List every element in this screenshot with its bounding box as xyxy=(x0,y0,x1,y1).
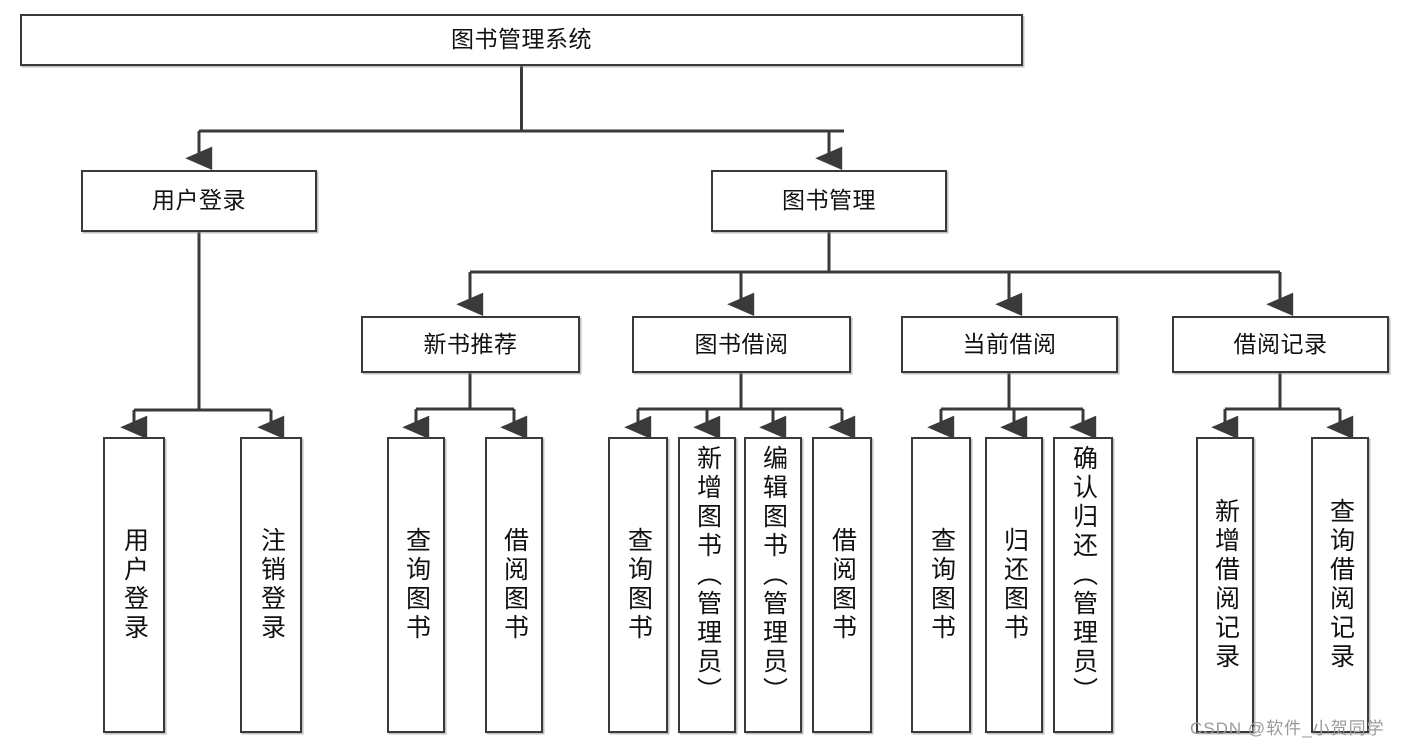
leaf-logout[interactable]: 注销登录 xyxy=(240,437,302,733)
leaf-query-borrow-record[interactable]: 查询借阅记录 xyxy=(1311,437,1369,733)
node-new-book-recommend[interactable]: 新书推荐 xyxy=(361,316,580,373)
leaf-query-book-borrow-label: 查询图书 xyxy=(624,527,653,643)
node-current-borrow[interactable]: 当前借阅 xyxy=(901,316,1118,373)
node-user-login-label: 用户登录 xyxy=(152,187,246,214)
leaf-query-book-recommend-label: 查询图书 xyxy=(402,527,431,643)
node-book-management[interactable]: 图书管理 xyxy=(711,170,947,232)
node-root-label: 图书管理系统 xyxy=(451,26,592,53)
node-borrow-record[interactable]: 借阅记录 xyxy=(1172,316,1389,373)
leaf-add-book-admin-label: 新增图书（管理员） xyxy=(693,445,722,706)
node-user-login[interactable]: 用户登录 xyxy=(81,170,317,232)
node-book-borrow[interactable]: 图书借阅 xyxy=(632,316,851,373)
leaf-confirm-return-admin[interactable]: 确认归还（管理员） xyxy=(1053,437,1113,733)
leaf-query-book-recommend[interactable]: 查询图书 xyxy=(387,437,445,733)
leaf-borrow-book[interactable]: 借阅图书 xyxy=(812,437,872,733)
node-new-book-recommend-label: 新书推荐 xyxy=(423,330,518,357)
leaf-return-book-label: 归还图书 xyxy=(1000,527,1029,643)
node-root[interactable]: 图书管理系统 xyxy=(20,14,1023,66)
leaf-borrow-book-label: 借阅图书 xyxy=(828,527,857,643)
leaf-return-book[interactable]: 归还图书 xyxy=(985,437,1043,733)
leaf-add-book-admin[interactable]: 新增图书（管理员） xyxy=(678,437,736,733)
leaf-query-book-current-label: 查询图书 xyxy=(927,527,956,643)
node-current-borrow-label: 当前借阅 xyxy=(962,330,1057,357)
leaf-logout-label: 注销登录 xyxy=(257,527,286,643)
node-borrow-record-label: 借阅记录 xyxy=(1233,330,1328,357)
leaf-add-borrow-record[interactable]: 新增借阅记录 xyxy=(1196,437,1254,733)
leaf-edit-book-admin[interactable]: 编辑图书（管理员） xyxy=(744,437,802,733)
leaf-edit-book-admin-label: 编辑图书（管理员） xyxy=(759,445,788,706)
node-book-borrow-label: 图书借阅 xyxy=(694,330,789,357)
leaf-borrow-book-recommend-label: 借阅图书 xyxy=(500,527,529,643)
leaf-add-borrow-record-label: 新增借阅记录 xyxy=(1211,498,1240,672)
leaf-query-borrow-record-label: 查询借阅记录 xyxy=(1326,498,1355,672)
node-book-management-label: 图书管理 xyxy=(782,187,876,214)
leaf-borrow-book-recommend[interactable]: 借阅图书 xyxy=(485,437,543,733)
leaf-user-login[interactable]: 用户登录 xyxy=(103,437,165,733)
leaf-confirm-return-admin-label: 确认归还（管理员） xyxy=(1069,445,1098,706)
leaf-user-login-label: 用户登录 xyxy=(120,527,149,643)
leaf-query-book-current[interactable]: 查询图书 xyxy=(911,437,971,733)
watermark: CSDN @软件_小贺同学 xyxy=(1190,719,1385,738)
leaf-query-book-borrow[interactable]: 查询图书 xyxy=(608,437,668,733)
